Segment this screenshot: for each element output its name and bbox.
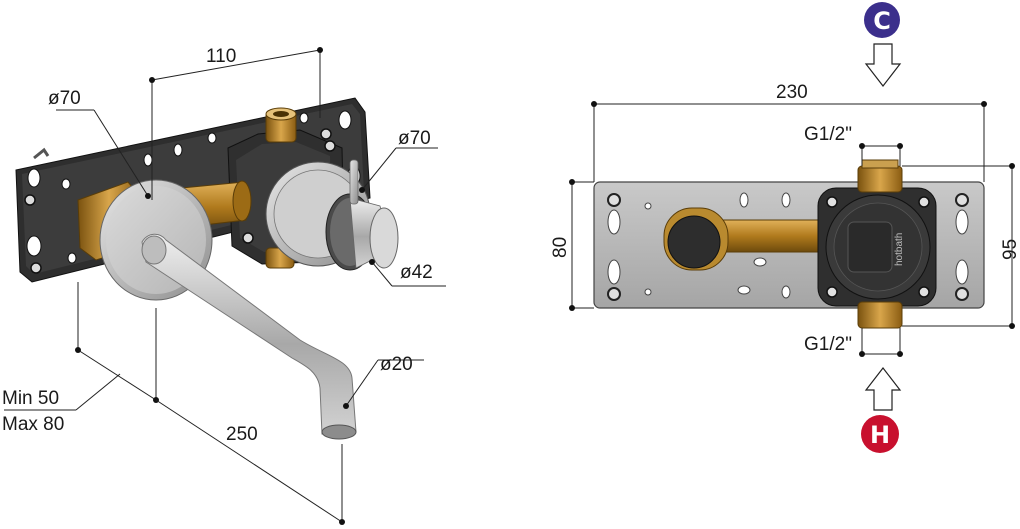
cold-arrow-icon <box>864 43 902 87</box>
svg-text:H: H <box>870 421 890 449</box>
handle-assembly <box>265 159 399 271</box>
spout <box>141 233 357 440</box>
brand-mark: hotbath <box>894 233 905 266</box>
dim-handle-diameter: ø42 <box>400 262 433 283</box>
dim-rosette-diameter: ø70 <box>48 88 81 109</box>
svg-text:C: C <box>873 7 891 35</box>
dim-depth-min: Min 50 <box>2 388 59 409</box>
dim-plate-height: 80 <box>550 237 571 258</box>
front-mixer-body: hotbath <box>817 159 937 329</box>
left-perspective-view: 110 ø70 ø70 ø42 ø20 250 Min 50 Max 80 <box>2 46 446 525</box>
dim-spout-diameter: ø20 <box>380 354 413 375</box>
dim-spout-length: 250 <box>226 424 258 445</box>
hot-inlet-badge: H <box>861 415 899 453</box>
left-dimension-lines <box>4 47 446 525</box>
dim-thread-top: G1/2" <box>804 124 852 145</box>
spout-connector <box>663 207 729 271</box>
right-dimension-lines <box>569 101 1015 357</box>
hot-arrow-icon <box>864 367 902 411</box>
dim-depth-max: Max 80 <box>2 414 64 435</box>
dim-handle-rosette-diameter: ø70 <box>398 128 431 149</box>
cold-inlet-badge: C <box>864 2 900 38</box>
right-front-view: C H <box>550 2 1020 453</box>
dim-total-height: 95 <box>1000 239 1020 260</box>
dim-top-width: 110 <box>206 46 236 67</box>
dim-thread-bottom: G1/2" <box>804 334 852 355</box>
dim-overall-width: 230 <box>776 82 808 103</box>
